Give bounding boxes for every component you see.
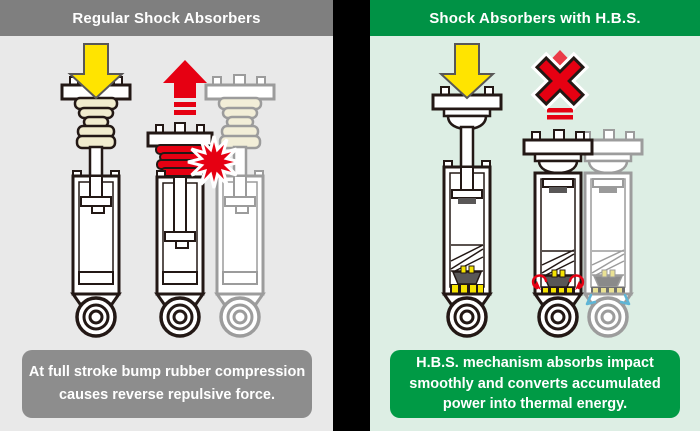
hbs-shock-extended — [431, 84, 503, 338]
regular-panel-title: Regular Shock Absorbers — [72, 9, 261, 27]
bump-rubber — [73, 96, 119, 150]
hbs-caption-box: H.B.S. mechanism absorbs impact smoothly… — [390, 350, 680, 418]
shock-rebound-ghost — [204, 74, 276, 338]
energy-curl-arrows-icon — [531, 274, 585, 290]
impact-down-arrow-icon — [438, 43, 496, 100]
shock-extended — [60, 74, 132, 338]
no-repulsion-cross-icon — [530, 50, 590, 120]
hbs-shock-ghost — [572, 129, 644, 338]
regular-panel-header: Regular Shock Absorbers — [0, 0, 333, 36]
heat-release-arrows-icon — [585, 293, 631, 306]
impact-burst-icon — [187, 135, 241, 189]
shock-full-stroke-compressed — [146, 122, 214, 338]
hbs-panel-header: Shock Absorbers with H.B.S. — [370, 0, 700, 36]
regular-shock-illustration — [60, 43, 276, 338]
regular-caption-line: causes reverse repulsive force. — [58, 387, 276, 403]
panel-divider — [333, 0, 370, 431]
regular-shock-panel: Regular Shock Absorbers — [0, 0, 333, 431]
hbs-shock-compressed — [522, 129, 594, 338]
hbs-shock-illustration — [431, 43, 644, 338]
regular-caption-box: At full stroke bump rubber compression c… — [22, 350, 312, 418]
hbs-caption-line: H.B.S. mechanism absorbs impact — [416, 355, 654, 372]
hbs-panel-title: Shock Absorbers with H.B.S. — [429, 9, 641, 27]
regular-caption-line: At full stroke bump rubber compression — [28, 363, 306, 380]
hbs-shock-panel: Shock Absorbers with H.B.S. — [370, 0, 700, 431]
hbs-caption-line: smoothly and converts accumulated — [409, 375, 661, 392]
compressed-bump-rubber — [155, 144, 205, 177]
repulsion-up-arrow-icon — [163, 60, 207, 115]
hbs-caption-line: power into thermal energy. — [442, 396, 628, 413]
impact-down-arrow-icon — [67, 43, 125, 100]
